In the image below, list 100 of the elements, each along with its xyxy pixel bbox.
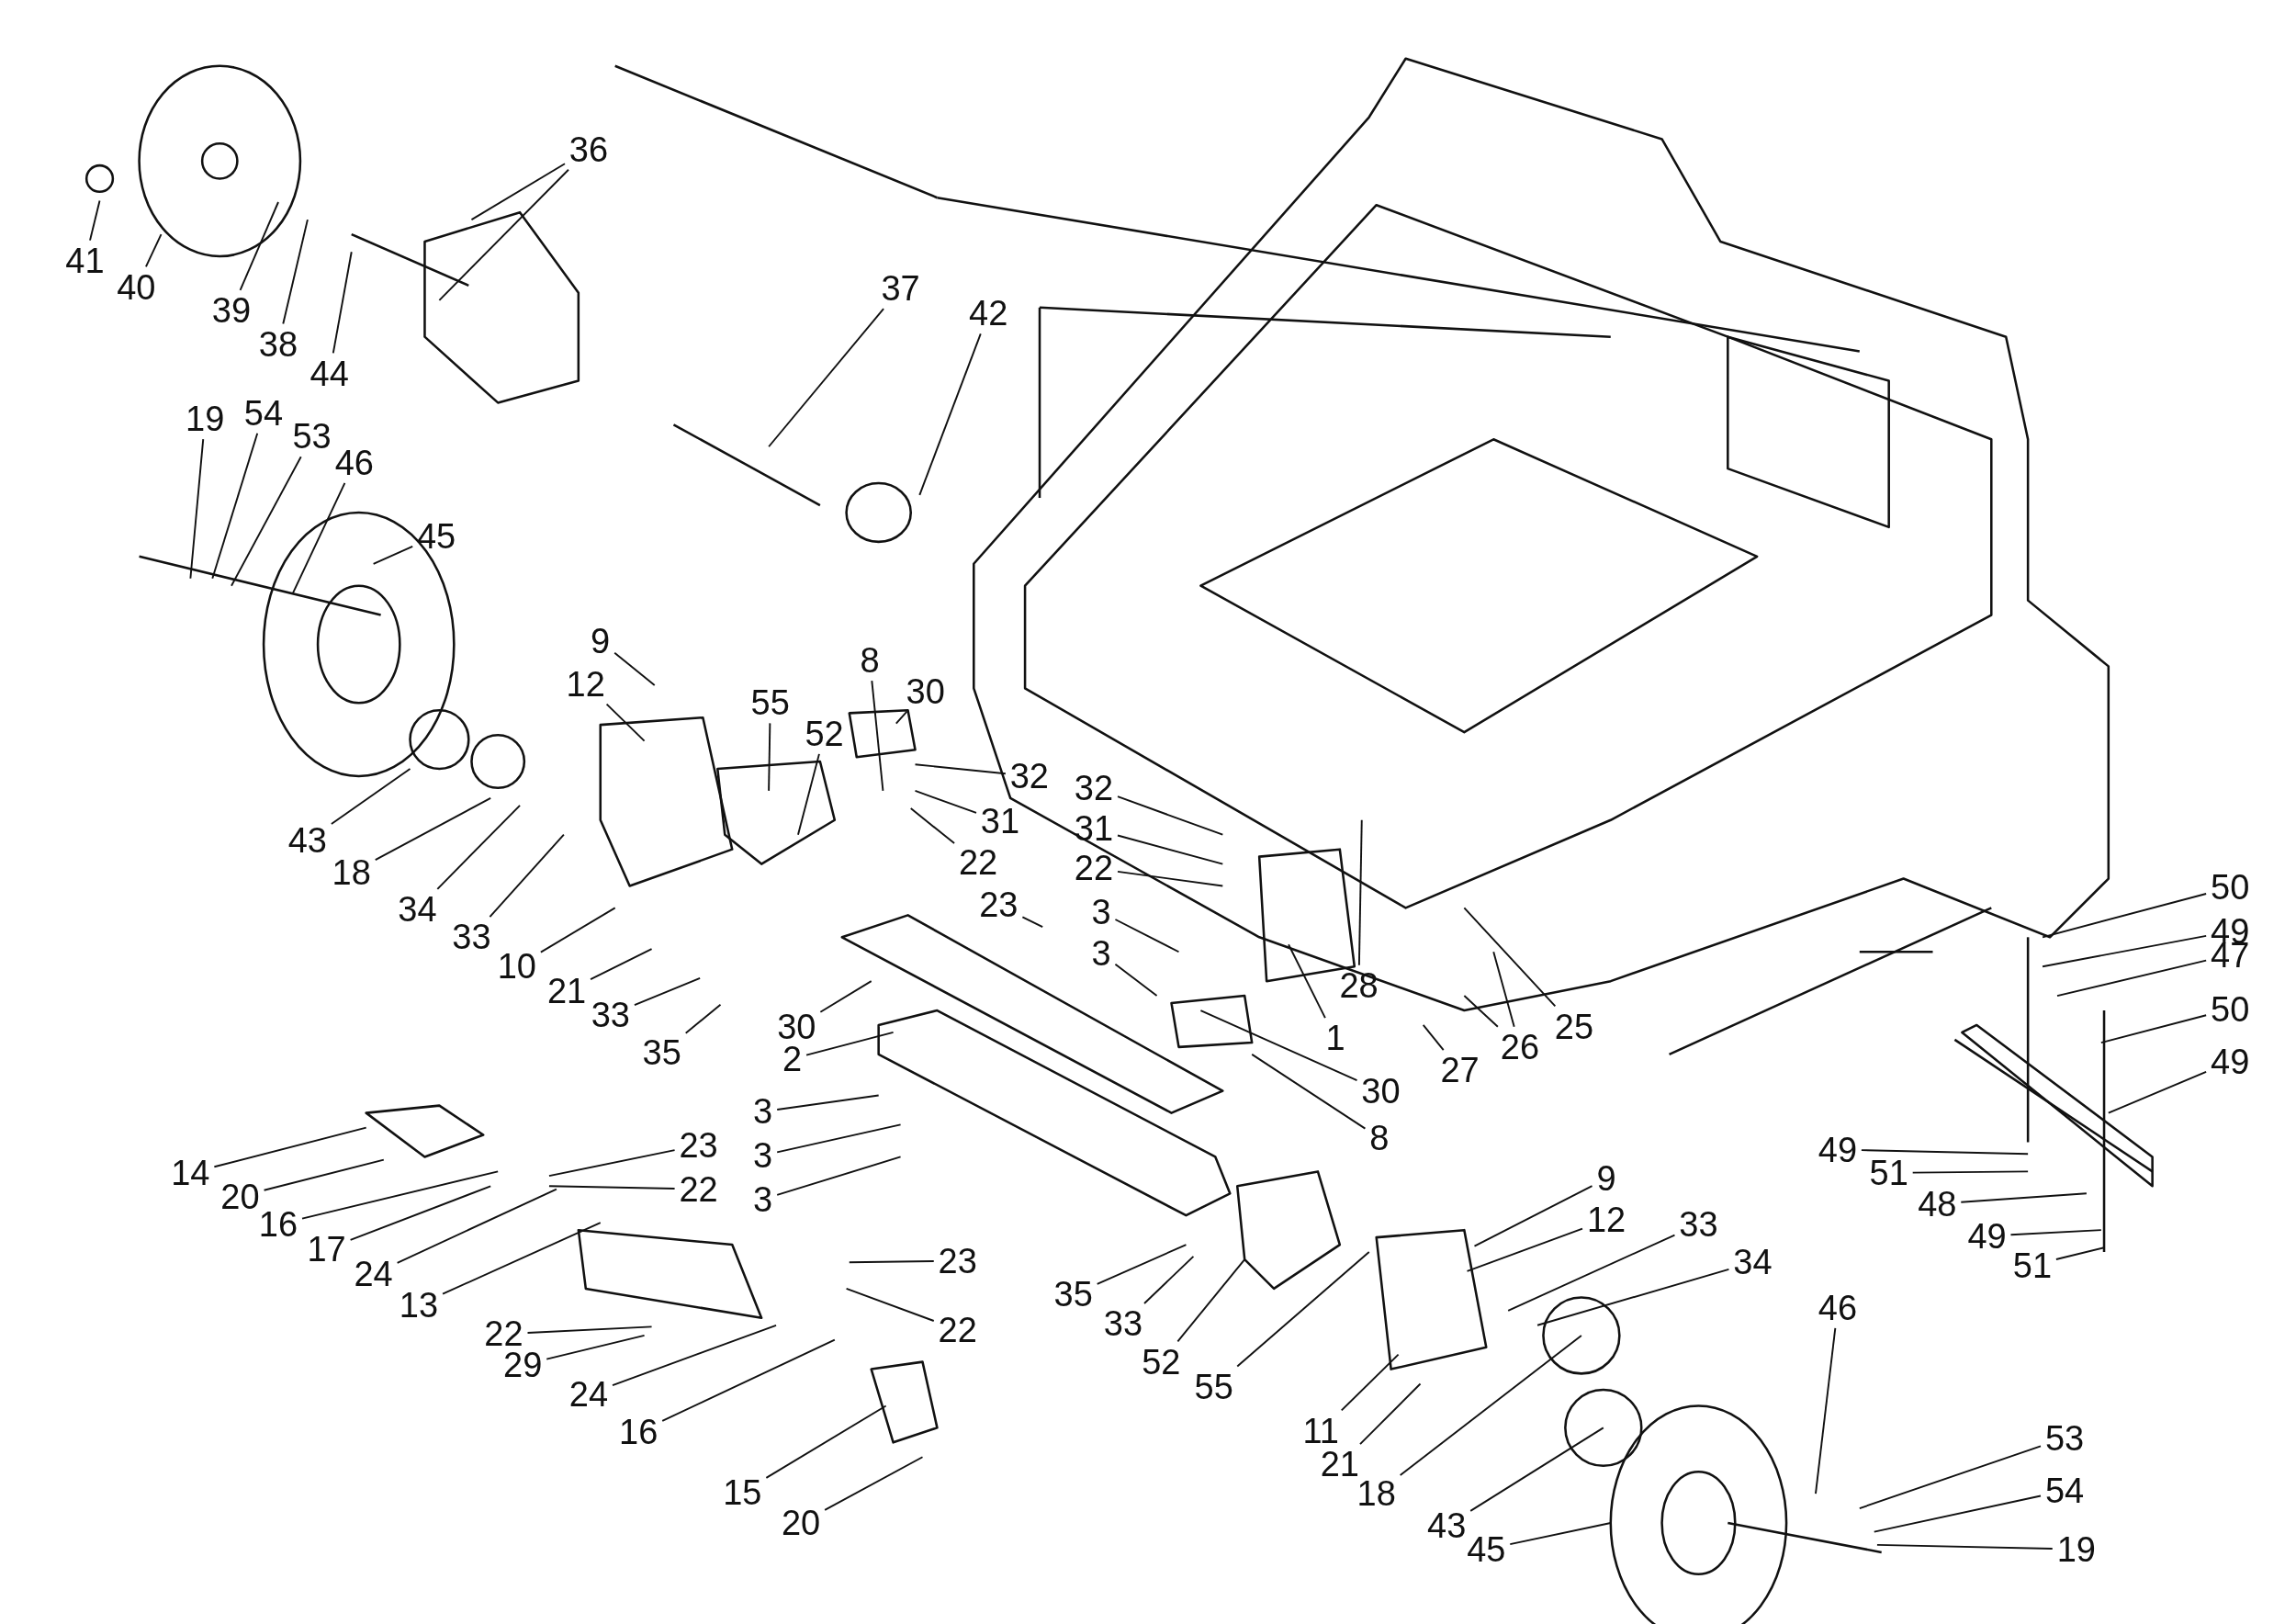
leader-line — [1858, 1445, 2042, 1509]
leader-line — [776, 1156, 902, 1196]
leader-line — [845, 1287, 935, 1322]
leader-line — [824, 1456, 924, 1511]
leader-line — [546, 1335, 646, 1360]
callout-number: 35 — [642, 1035, 681, 1071]
callout-number: 11 — [1302, 1413, 1339, 1449]
callout-number: 33 — [452, 919, 491, 955]
callout-number: 42 — [969, 296, 1008, 332]
callout-number: 21 — [1320, 1447, 1359, 1483]
callout-number: 34 — [398, 892, 437, 928]
callout-number: 30 — [1361, 1073, 1401, 1109]
leader-line — [1473, 1185, 1593, 1247]
callout-number: 20 — [220, 1179, 260, 1214]
leader-line — [1911, 1170, 2030, 1174]
leader-line — [1509, 1522, 1612, 1546]
callout-number: 22 — [938, 1312, 977, 1348]
callout-number: 17 — [307, 1232, 346, 1267]
callout-number: 33 — [1679, 1206, 1718, 1242]
leader-line — [211, 432, 259, 580]
leader-line — [374, 796, 492, 862]
callout-number: 43 — [287, 823, 327, 859]
callout-number: 30 — [906, 673, 945, 709]
callout-number: 32 — [1009, 759, 1049, 794]
leader-line — [438, 168, 569, 301]
leader-line — [282, 219, 309, 325]
leader-line — [1199, 1009, 1358, 1081]
leader-line — [301, 1170, 500, 1220]
callout-number: 24 — [354, 1257, 393, 1292]
leader-line — [895, 710, 908, 725]
callout-number: 19 — [2056, 1531, 2096, 1567]
leader-line — [239, 201, 279, 291]
leader-line — [2054, 1246, 2105, 1260]
leader-line — [1469, 1427, 1604, 1512]
leader-line — [1422, 1024, 1445, 1052]
leader-line — [489, 833, 565, 919]
leader-line — [263, 1158, 385, 1191]
callout-number: 21 — [546, 974, 587, 1009]
callout-number: 9 — [1596, 1161, 1616, 1197]
callout-number: 22 — [958, 845, 998, 881]
leader-line — [2099, 1014, 2208, 1044]
leader-line — [765, 1404, 887, 1479]
leader-line — [1236, 1251, 1370, 1368]
callout-number: 23 — [679, 1127, 718, 1163]
leader-line — [231, 456, 302, 587]
leader-line — [633, 977, 702, 1007]
leader-line — [1873, 1494, 2042, 1533]
leader-line — [89, 199, 101, 242]
callout-number: 10 — [497, 949, 536, 985]
leader-line — [1507, 1234, 1676, 1312]
callout-number: 22 — [1074, 851, 1114, 886]
leader-line — [1340, 1353, 1400, 1412]
callout-number: 39 — [211, 293, 252, 328]
leader-line — [526, 1325, 653, 1335]
callout-number: 45 — [1467, 1531, 1506, 1567]
leader-line — [909, 807, 956, 845]
leader-line — [776, 1094, 880, 1111]
leader-line — [1960, 1192, 2088, 1203]
leader-line — [2042, 893, 2208, 939]
callout-number: 32 — [1074, 770, 1114, 806]
callout-number: 1 — [1325, 1021, 1345, 1056]
callout-number: 36 — [568, 131, 609, 167]
leader-line — [1860, 1149, 2030, 1156]
callout-number: 49 — [2211, 1043, 2250, 1079]
callout-number: 44 — [310, 355, 349, 391]
leader-line — [1117, 870, 1224, 887]
leader-line — [1536, 1268, 1730, 1326]
leader-line — [330, 768, 411, 825]
callout-number: 50 — [2211, 870, 2250, 906]
leader-line — [539, 907, 616, 953]
leader-line — [590, 948, 653, 981]
leader-line — [1117, 795, 1224, 836]
callout-number: 3 — [1091, 935, 1111, 971]
callout-number: 54 — [2044, 1473, 2085, 1509]
leader-line — [1117, 834, 1224, 865]
leader-line — [1114, 963, 1158, 998]
callout-number: 14 — [171, 1156, 210, 1191]
leader-line — [1466, 1227, 1583, 1272]
leader-line — [2107, 1070, 2208, 1114]
leader-line — [332, 251, 353, 355]
leader-line — [1875, 1543, 2054, 1550]
leader-line — [470, 163, 566, 221]
callout-number: 41 — [65, 242, 105, 278]
leader-line — [768, 308, 885, 448]
leader-line — [768, 722, 771, 792]
callout-number: 3 — [753, 1094, 773, 1130]
leader-line — [292, 482, 346, 594]
leader-line — [436, 804, 522, 890]
leader-line — [871, 680, 884, 792]
callout-number: 3 — [1091, 895, 1111, 930]
leader-line — [2009, 1229, 2102, 1236]
callout-number: 38 — [258, 326, 298, 362]
leader-line — [1143, 1255, 1195, 1304]
callout-number: 20 — [782, 1506, 821, 1541]
callout-number: 18 — [1356, 1476, 1396, 1512]
leader-line — [1096, 1244, 1187, 1285]
leader-line — [189, 438, 205, 580]
callout-number: 40 — [117, 269, 156, 305]
leader-line — [2042, 934, 2208, 968]
callout-number: 19 — [186, 401, 225, 436]
